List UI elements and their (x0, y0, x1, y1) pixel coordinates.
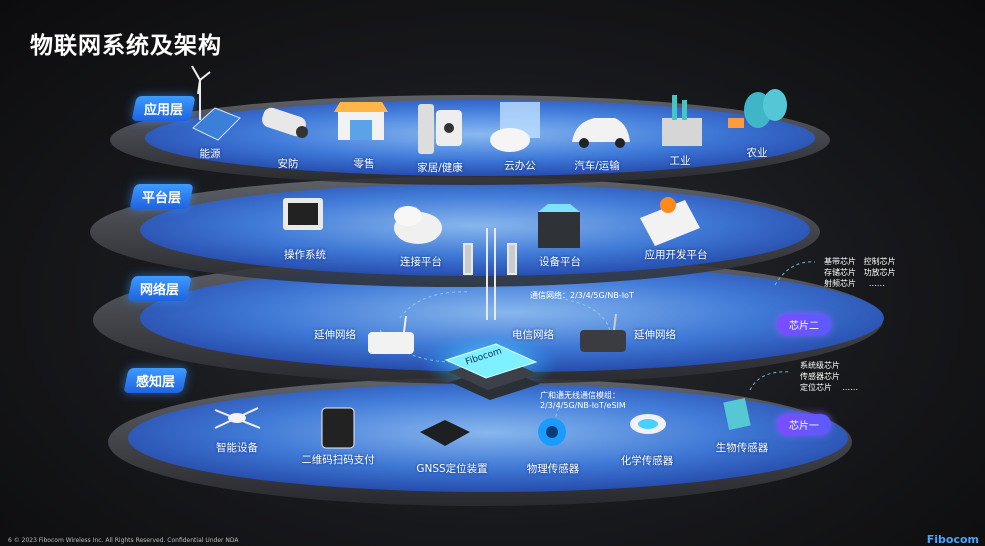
router-left-icon (368, 315, 414, 354)
qr-scanner-icon (321, 407, 355, 449)
platform-label-device: 设备平台 (539, 256, 581, 268)
layer-tag-network: 网络层 (127, 276, 192, 301)
app-label-auto-transport: 汽车/运输 (574, 160, 620, 172)
module-note-line1: 广和通无线通信模组： (540, 391, 620, 400)
app-label-security: 安防 (277, 158, 299, 170)
chip2-list: 基带芯片 控制芯片 存储芯片 功放芯片 射频芯片 …… (824, 257, 896, 288)
monitor-icon (283, 198, 323, 230)
perception-label-qr-payment: 二维码扫码支付 (301, 454, 375, 466)
perception-disc (108, 378, 852, 506)
security-camera-icon (262, 107, 308, 138)
network-label-extend-left: 延伸网络 (314, 329, 356, 341)
app-label-home-health: 家居/健康 (417, 162, 463, 174)
bio-sensor-icon (723, 398, 751, 430)
chip1-list: 系统级芯片 传感器芯片 定位芯片 …… (800, 361, 859, 392)
laptop-icon (640, 197, 700, 246)
telecom-note: 通信网络：2/3/4/5G/NB-IoT (530, 291, 634, 300)
app-label-cloud-office: 云办公 (504, 160, 536, 172)
router-right-icon (580, 313, 626, 352)
footer-copyright: 6 © 2023 Fibocom Wireless Inc. All Right… (8, 537, 239, 544)
perception-label-chemical-sensor: 化学传感器 (620, 455, 674, 467)
cell-tower-icon (463, 228, 517, 320)
tree-deer-icon (728, 89, 787, 128)
remote-control-icon (418, 104, 462, 154)
app-label-industry: 工业 (669, 155, 691, 167)
page-title: 物联网系统及架构 (30, 33, 222, 59)
wind-turbine-icon (191, 65, 211, 120)
physical-sensor-icon (538, 418, 566, 446)
gnss-device-icon (420, 420, 470, 446)
layer-tag-platform: 平台层 (129, 184, 194, 209)
network-label-telecom: 电信网络 (512, 329, 554, 341)
module-stack (420, 332, 560, 400)
chip2-badge: 芯片二 (777, 314, 831, 335)
brand-logo: Fibocom (926, 533, 979, 546)
platform-label-os: 操作系统 (284, 249, 326, 261)
perception-label-gnss: GNSS定位装置 (416, 463, 488, 475)
factory-icon (662, 95, 702, 146)
drone-icon (214, 407, 261, 429)
chemical-sensor-icon (630, 414, 666, 434)
perception-label-bio-sensor: 生物传感器 (715, 442, 769, 454)
store-icon (334, 102, 388, 140)
app-label-energy: 能源 (199, 148, 221, 160)
perception-label-smart-device: 智能设备 (216, 442, 258, 454)
solar-panel-icon (192, 107, 241, 141)
app-label-retail: 零售 (353, 158, 375, 170)
server-box-icon (538, 204, 580, 248)
layer-tag-perception: 感知层 (123, 368, 188, 393)
layer-tag-application: 应用层 (131, 96, 196, 121)
perception-label-physical-sensor: 物理传感器 (526, 463, 580, 475)
cloud-office-icon (490, 102, 540, 152)
platform-label-connectivity: 连接平台 (400, 256, 442, 268)
car-icon (572, 118, 630, 148)
platform-label-app-dev: 应用开发平台 (644, 249, 708, 261)
app-label-agriculture: 农业 (746, 147, 768, 159)
chip1-badge: 芯片一 (777, 414, 831, 435)
platform-disc (90, 177, 820, 287)
module-note-line2: 2/3/4/5G/NB-IoT/eSIM (540, 401, 626, 410)
network-label-extend-right: 延伸网络 (634, 329, 676, 341)
cloud-icon (394, 206, 442, 244)
